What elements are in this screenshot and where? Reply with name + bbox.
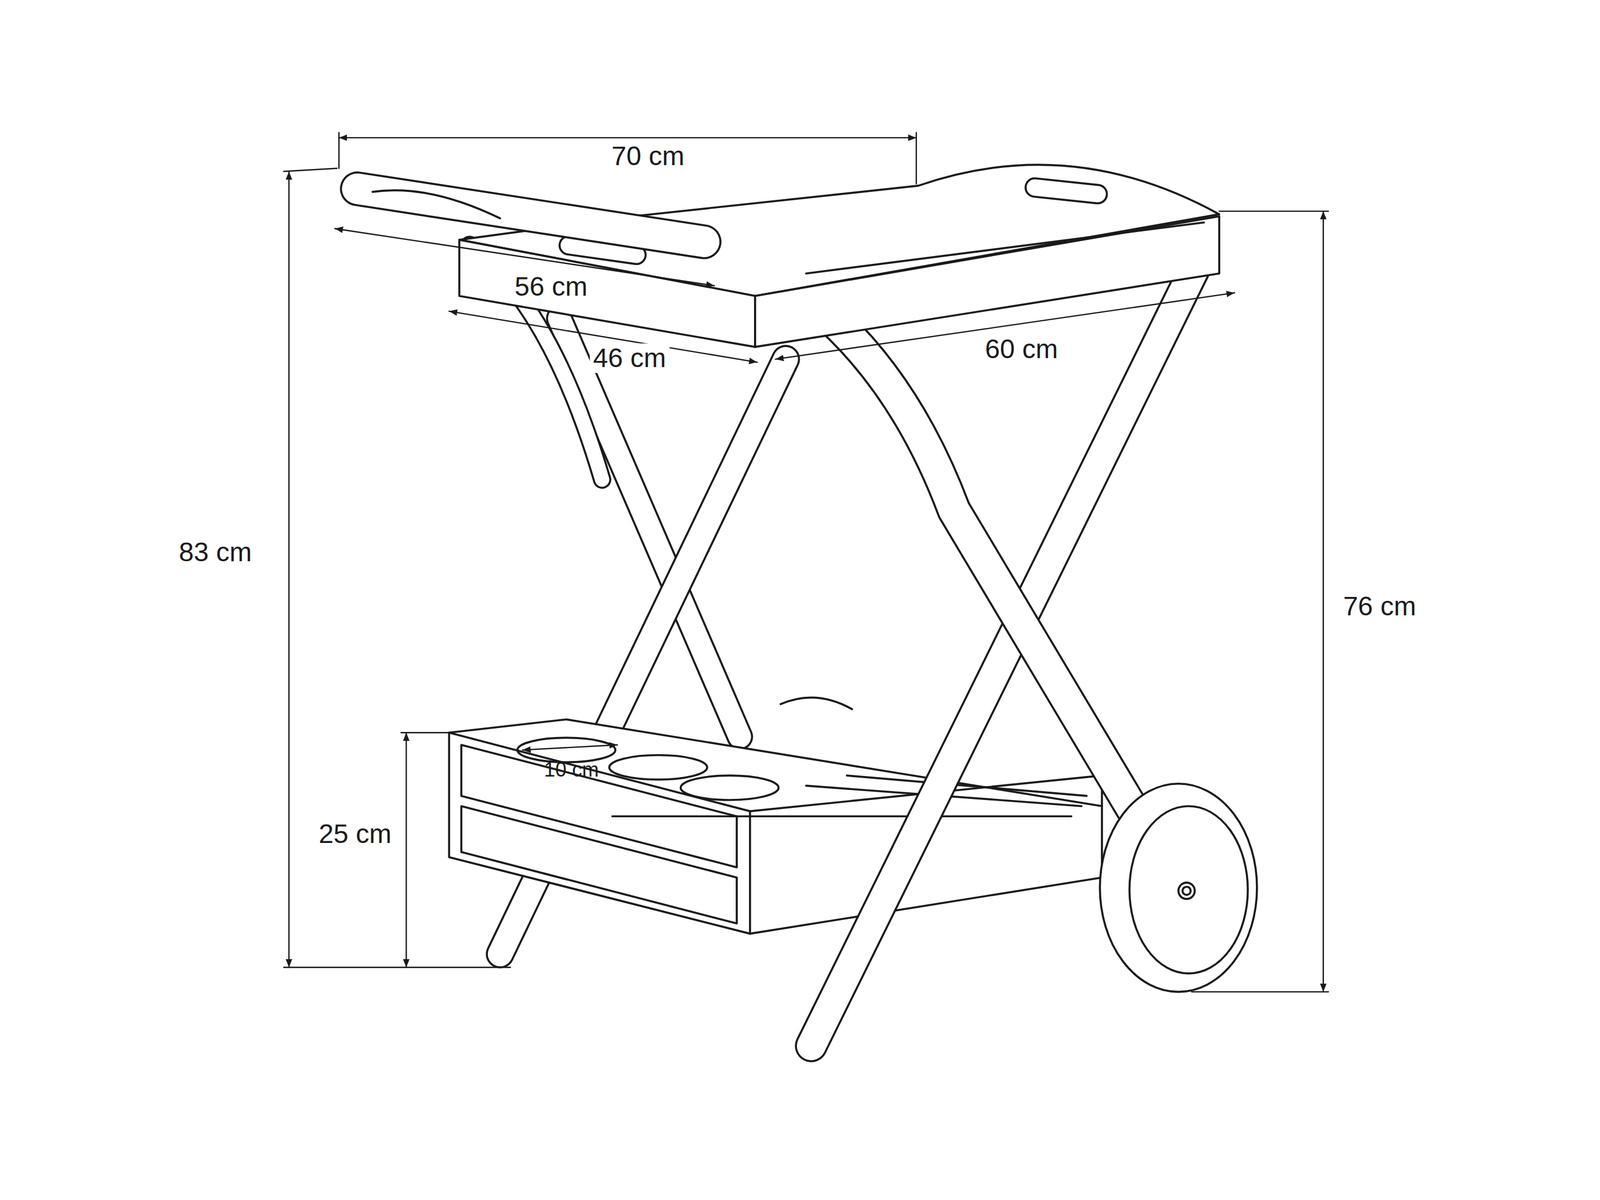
bottom-shelf bbox=[448, 697, 1102, 934]
dimension-label: 70 cm bbox=[608, 141, 689, 172]
dimension-label: 25 cm bbox=[315, 818, 395, 849]
wheel bbox=[1099, 783, 1258, 992]
dimension-label: 76 cm bbox=[1339, 591, 1420, 621]
dimension-label: 56 cm bbox=[511, 272, 592, 302]
dimension-label: 83 cm bbox=[175, 537, 256, 567]
dimension-label: 10 cm bbox=[540, 758, 603, 781]
dimension-lines bbox=[283, 132, 1329, 992]
dimension-label: 46 cm bbox=[590, 343, 670, 374]
top-tray bbox=[459, 164, 1220, 347]
handle bbox=[357, 188, 705, 242]
dimension-label: 60 cm bbox=[981, 334, 1062, 364]
